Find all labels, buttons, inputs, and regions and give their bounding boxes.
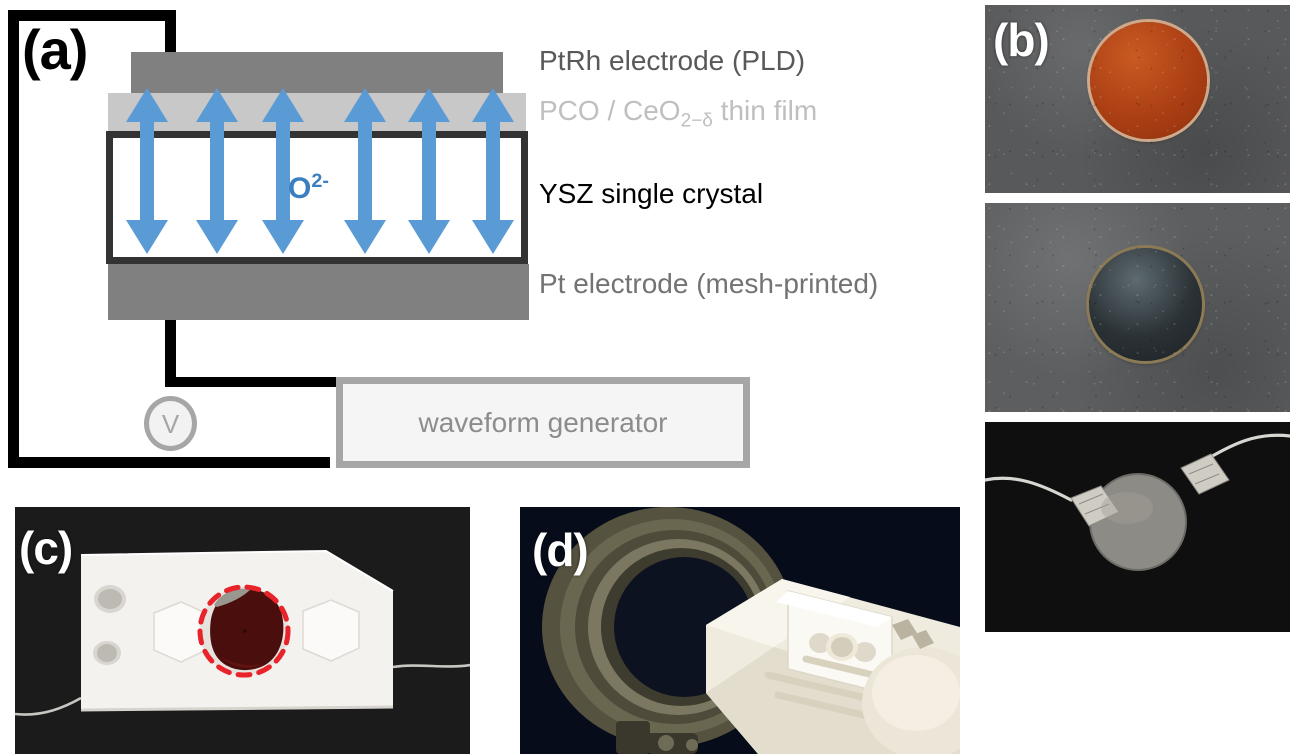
photo-b-pco-film-disk: (b) xyxy=(985,5,1290,193)
label-ptrh-electrode: PtRh electrode (PLD) xyxy=(539,45,806,76)
circuit-wire-top-electrode-lead xyxy=(165,10,176,62)
panel-tag-b: (b) xyxy=(993,14,1050,66)
panel-tag-c: (c) xyxy=(19,522,73,574)
photo-b-ptrh-electrode-disk xyxy=(985,203,1290,412)
voltmeter-label: V xyxy=(161,408,180,439)
layer-pco-thin-film xyxy=(108,93,526,133)
circuit-wire-left xyxy=(8,10,19,468)
photo-c-sample-holder: (c) xyxy=(15,507,470,754)
circuit-wire-to-generator xyxy=(165,377,337,387)
oxygen-ion-arrows xyxy=(126,88,514,254)
circuit-wire-bottom-electrode-lead xyxy=(165,318,176,386)
layer-ptrh-electrode xyxy=(131,52,503,93)
sample-holder-illustration xyxy=(15,507,470,754)
oxygen-ion-label: O2- xyxy=(288,170,329,206)
ion-species: O xyxy=(288,172,312,205)
label-pco-thin-film: PCO / CeO2−δ thin film xyxy=(539,95,817,133)
circuit-wire-bottom xyxy=(8,457,330,468)
panel-a-schematic: O2- PtRh electrode (PLD) PCO / CeO2−δ th… xyxy=(0,0,975,500)
wired-disk-illustration xyxy=(985,422,1290,632)
label-ysz-single-crystal: YSZ single crystal xyxy=(539,178,764,209)
waveform-generator-box: waveform generator xyxy=(336,377,750,468)
sample-disk-pco-orange xyxy=(1090,22,1207,139)
label-pco-subscript: 2−δ xyxy=(680,110,713,132)
label-pt-electrode: Pt electrode (mesh-printed) xyxy=(539,268,879,299)
ion-charge: 2- xyxy=(311,170,329,192)
photo-b-wired-sample-disk xyxy=(985,422,1290,632)
label-pco-prefix: PCO / CeO xyxy=(539,95,681,126)
voltmeter-symbol: V xyxy=(144,396,197,451)
label-pco-suffix: thin film xyxy=(712,95,818,126)
panel-tag-a: (a) xyxy=(22,18,88,81)
panel-tag-d: (d) xyxy=(532,524,589,576)
waveform-generator-label: waveform generator xyxy=(418,406,668,438)
layer-ysz-single-crystal xyxy=(106,131,528,264)
furnace-insertion-illustration xyxy=(520,507,960,754)
circuit-wire-top xyxy=(8,10,176,21)
photo-d-furnace-insertion: (d) xyxy=(520,507,960,754)
sample-disk-ptrh-dark xyxy=(1089,248,1202,361)
layer-pt-electrode xyxy=(108,264,529,320)
